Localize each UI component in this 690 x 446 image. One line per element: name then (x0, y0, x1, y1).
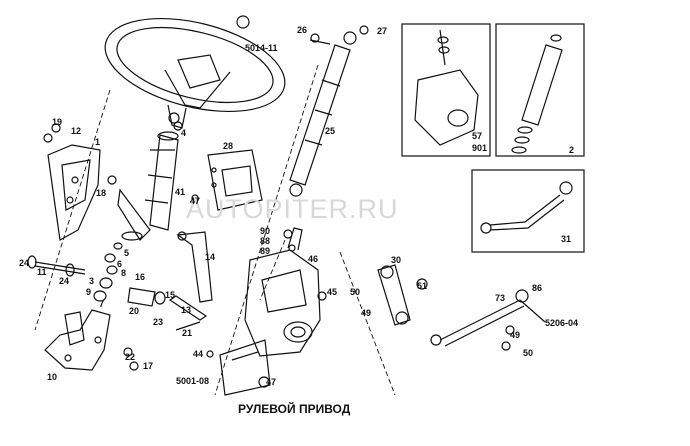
bracket-28 (207, 149, 263, 211)
pitman-arm (377, 264, 428, 326)
part-label-51: 51 (417, 281, 428, 291)
part-label-12: 12 (71, 126, 82, 136)
lever-14 (176, 231, 213, 303)
pin-11 (27, 255, 86, 277)
part-label-24-left: 24 (19, 258, 30, 268)
part-label-73: 73 (495, 293, 506, 303)
bolt-parts (127, 287, 208, 331)
small-parts (93, 242, 123, 302)
intermediate-shaft (289, 31, 357, 197)
part-label-5: 5 (124, 248, 130, 258)
part-label-3: 3 (89, 276, 95, 286)
part-label-22: 22 (125, 352, 136, 362)
part-label-26: 26 (297, 25, 308, 35)
part-label-31: 31 (561, 234, 572, 244)
steering-wheel (104, 17, 286, 129)
inset-box-2 (495, 23, 585, 157)
steering-gear-box (244, 227, 321, 357)
part-label-24-right: 24 (59, 276, 70, 286)
column-bracket (47, 144, 101, 241)
mount-plate (219, 339, 271, 396)
misc-fasteners (43, 15, 515, 388)
part-label-16: 16 (135, 272, 146, 282)
lower-bracket (44, 309, 111, 371)
part-label-1: 1 (95, 137, 101, 147)
part-label-901: 901 (472, 143, 488, 153)
part-label-5014-11: 5014-11 (245, 43, 278, 53)
part-label-47-bottom: 47 (266, 377, 277, 387)
part-label-7: 7 (99, 299, 105, 309)
part-label-86: 86 (532, 283, 543, 293)
part-label-27: 27 (377, 26, 388, 36)
part-label-45: 45 (327, 287, 338, 297)
drag-link (430, 289, 546, 347)
part-label-14: 14 (205, 252, 216, 262)
part-label-47-top: 47 (190, 196, 201, 206)
part-label-4: 4 (181, 128, 187, 138)
diagram-title: РУЛЕВОЙ ПРИВОД (238, 402, 351, 416)
steering-column (117, 131, 179, 241)
part-label-17: 17 (143, 361, 154, 371)
part-label-49-right: 49 (510, 330, 521, 340)
part-label-18: 18 (96, 188, 107, 198)
part-label-46: 46 (308, 254, 319, 264)
part-label-13: 13 (181, 305, 192, 315)
part-label-9: 9 (86, 287, 92, 297)
inset-box-31 (471, 169, 585, 253)
part-label-41: 41 (175, 187, 186, 197)
part-label-20: 20 (129, 306, 140, 316)
part-label-10: 10 (47, 372, 58, 382)
part-label-5206-04: 5206-04 (545, 318, 579, 328)
part-label-8: 8 (121, 268, 127, 278)
part-label-28: 28 (223, 141, 234, 151)
watermark: AUTOPITER.RU (186, 194, 399, 224)
part-label-90: 90 (260, 226, 271, 236)
part-label-49-left: 49 (361, 308, 372, 318)
guide-lines (34, 64, 396, 396)
part-label-2: 2 (569, 145, 575, 155)
part-label-25: 25 (325, 126, 336, 136)
part-label-5001-08: 5001-08 (176, 376, 210, 386)
part-label-15: 15 (165, 290, 176, 300)
part-label-89: 89 (260, 246, 271, 256)
inset-box-57 (401, 23, 491, 157)
part-label-57: 57 (472, 131, 483, 141)
part-label-19: 19 (52, 117, 63, 127)
part-label-30: 30 (391, 255, 402, 265)
part-label-50-right: 50 (523, 348, 534, 358)
part-label-50-left: 50 (350, 287, 361, 297)
part-label-11: 11 (37, 267, 47, 277)
part-label-44: 44 (193, 349, 204, 359)
part-label-6: 6 (117, 259, 123, 269)
part-label-21: 21 (182, 328, 193, 338)
part-label-23: 23 (153, 317, 164, 327)
part-label-88: 88 (260, 236, 271, 246)
